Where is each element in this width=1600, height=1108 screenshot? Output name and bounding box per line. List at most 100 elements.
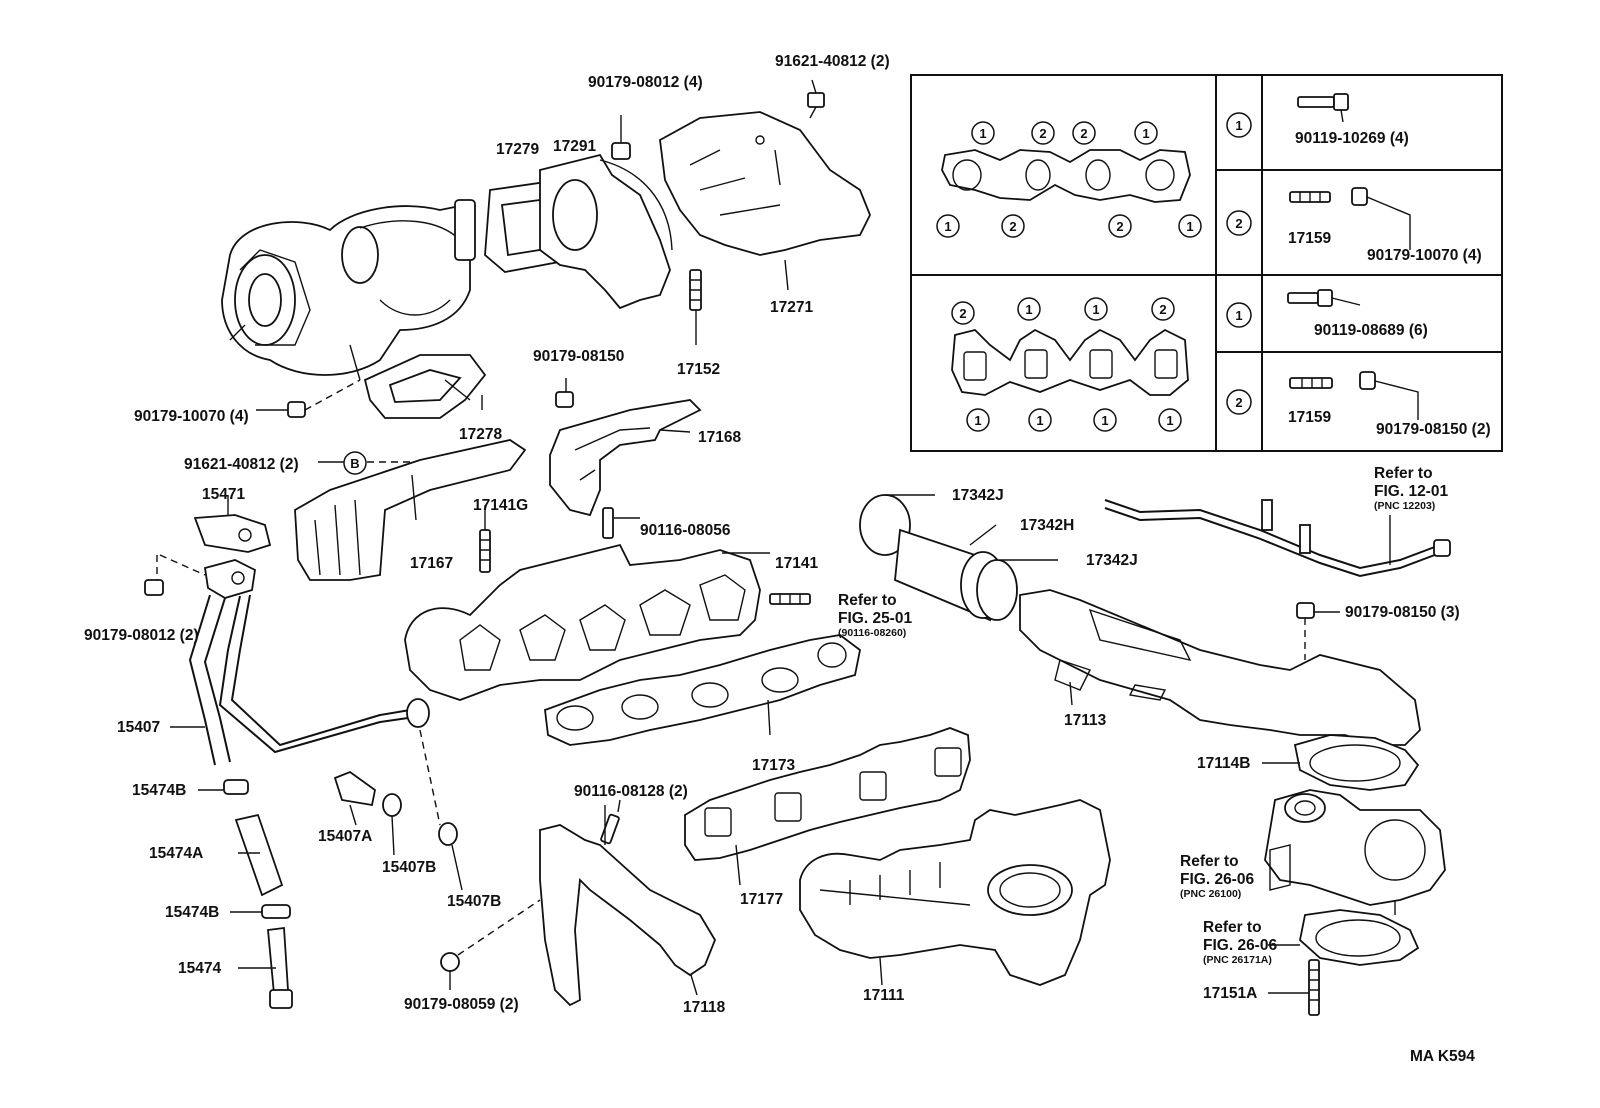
label-15474B-1: 15474B bbox=[132, 782, 186, 799]
label-90179-10070-4: 90179-10070 (4) bbox=[134, 408, 249, 425]
label-refer-to-2: Refer to bbox=[1374, 465, 1433, 482]
label-pnc-26100: (PNC 26100) bbox=[1180, 888, 1241, 900]
label-90116-08056: 90116-08056 bbox=[640, 522, 731, 539]
stud-17141G bbox=[479, 505, 491, 573]
gasket-15471 bbox=[193, 495, 272, 553]
label-15407A: 15407A bbox=[318, 828, 372, 845]
diagram-code: MA K594 bbox=[1410, 1048, 1475, 1065]
label-17279: 17279 bbox=[496, 141, 539, 158]
leader-17271 bbox=[784, 259, 789, 291]
label-15407B-1: 15407B bbox=[382, 859, 436, 876]
circle-label: 1 bbox=[1186, 219, 1193, 234]
circle-label: 1 bbox=[979, 126, 986, 141]
heat-insulator-17168 bbox=[549, 399, 702, 517]
label-fig-26-06-a: FIG. 26-06 bbox=[1180, 871, 1254, 888]
leader-dash-c bbox=[419, 729, 441, 826]
label-90179-08012-4: 90179-08012 (4) bbox=[588, 74, 703, 91]
label-17278: 17278 bbox=[459, 426, 502, 443]
inset-label-17159-a: 17159 bbox=[1288, 230, 1331, 247]
label-17271: 17271 bbox=[770, 299, 813, 316]
inset-label-90119-10269: 90119-10269 (4) bbox=[1295, 130, 1409, 147]
leader-17168 bbox=[659, 429, 691, 433]
label-17173: 17173 bbox=[752, 757, 795, 774]
inset-row1-circles-top: 1 2 2 1 bbox=[971, 121, 1158, 145]
stud-90116-08056 bbox=[602, 507, 640, 539]
label-fig-12-01: FIG. 12-01 bbox=[1374, 483, 1448, 500]
circle-label: 2 bbox=[1235, 395, 1242, 410]
label-pnc-12203: (PNC 12203) bbox=[1374, 500, 1435, 512]
inset-row2-circles-bottom: 1 1 1 1 bbox=[966, 408, 1182, 432]
circle-label: 1 bbox=[1092, 302, 1099, 317]
label-17111: 17111 bbox=[863, 987, 905, 1004]
key-1-b bbox=[1226, 302, 1252, 328]
label-90179-08150: 90179-08150 bbox=[533, 348, 624, 365]
leader-17278 bbox=[444, 379, 471, 401]
label-15474: 15474 bbox=[178, 960, 221, 977]
nut-90179-10070 bbox=[256, 379, 361, 418]
label-17113: 17113 bbox=[1064, 712, 1107, 729]
label-15474B-2: 15474B bbox=[165, 904, 219, 921]
nut-90179-08150 bbox=[555, 378, 574, 408]
circle-label: 1 bbox=[1101, 413, 1108, 428]
label-90179-08012-2: 90179-08012 (2) bbox=[84, 627, 199, 644]
pipe-pnc-12203 bbox=[1104, 499, 1451, 578]
circle-label: 1 bbox=[1235, 308, 1242, 323]
label-90179-08150-3: 90179-08150 (3) bbox=[1345, 604, 1460, 621]
label-90116-08128-2: 90116-08128 (2) bbox=[574, 783, 688, 800]
inset-label-90119-08689: 90119-08689 (6) bbox=[1314, 322, 1428, 339]
inset-nut-90179-08150 bbox=[1359, 371, 1419, 420]
hose-17342H bbox=[859, 494, 1058, 622]
circle-label: 1 bbox=[1142, 126, 1149, 141]
inset-bolt-90119-08689 bbox=[1287, 289, 1361, 307]
inset-stud-17159-b bbox=[1289, 377, 1333, 389]
marker-b: B bbox=[318, 451, 410, 475]
gasket-key-inset: 1 2 2 1 1 2 2 1 2 1 1 2 1 1 1 1 1 bbox=[910, 74, 1503, 452]
gasket-17177 bbox=[684, 727, 971, 886]
gasket-15407B-a bbox=[382, 793, 402, 856]
label-pnc-26171A: (PNC 26171A) bbox=[1203, 954, 1272, 966]
circle-label: 1 bbox=[1235, 118, 1242, 133]
marker-b-label: B bbox=[350, 456, 359, 471]
circle-label: 2 bbox=[959, 306, 966, 321]
label-15407: 15407 bbox=[117, 719, 160, 736]
exhaust-manifold-17141 bbox=[404, 543, 770, 701]
circle-label: 1 bbox=[974, 413, 981, 428]
label-17342J-1: 17342J bbox=[952, 487, 1004, 504]
inset-label-90179-08150: 90179-08150 (2) bbox=[1376, 421, 1491, 438]
bracket-17118 bbox=[539, 824, 717, 1007]
key-2-a bbox=[1226, 210, 1252, 236]
label-17114B: 17114B bbox=[1197, 755, 1250, 772]
circle-label: 2 bbox=[1039, 126, 1046, 141]
label-17177: 17177 bbox=[740, 891, 783, 908]
label-17168: 17168 bbox=[698, 429, 741, 446]
circle-label: 1 bbox=[1036, 413, 1043, 428]
stud-17151A bbox=[1268, 959, 1320, 1016]
nut-90179-08059 bbox=[440, 899, 541, 990]
heat-insulator-17167 bbox=[294, 439, 527, 581]
circle-label: 2 bbox=[1235, 216, 1242, 231]
gasket-15407B-b bbox=[438, 822, 463, 891]
label-17342H: 17342H bbox=[1020, 517, 1074, 534]
turbine-elbow-17291 bbox=[539, 153, 673, 310]
label-17342J-2: 17342J bbox=[1086, 552, 1138, 569]
label-17151A: 17151A bbox=[1203, 985, 1257, 1002]
label-17141G: 17141G bbox=[473, 497, 528, 514]
label-refer-to-4: Refer to bbox=[1203, 919, 1262, 936]
nut-90179-08012 bbox=[611, 115, 631, 160]
key-2-b bbox=[1226, 389, 1252, 415]
circle-label: 1 bbox=[1166, 413, 1173, 428]
circle-label: 2 bbox=[1159, 302, 1166, 317]
label-90179-08059-2: 90179-08059 (2) bbox=[404, 996, 519, 1013]
inset-label-90179-10070: 90179-10070 (4) bbox=[1367, 247, 1482, 264]
inset-stud-17159-a bbox=[1289, 191, 1331, 203]
gasket-17173 bbox=[544, 634, 861, 746]
label-17152: 17152 bbox=[677, 361, 720, 378]
union-bolt-15407A bbox=[333, 770, 376, 826]
heat-insulator-17271 bbox=[659, 111, 871, 256]
label-pnc-90116-08260: (90116-08260) bbox=[838, 627, 906, 639]
hose-assembly-15474 bbox=[198, 779, 293, 1009]
label-91621-40812-top: 91621-40812 (2) bbox=[775, 53, 890, 70]
circle-label: 1 bbox=[944, 219, 951, 234]
